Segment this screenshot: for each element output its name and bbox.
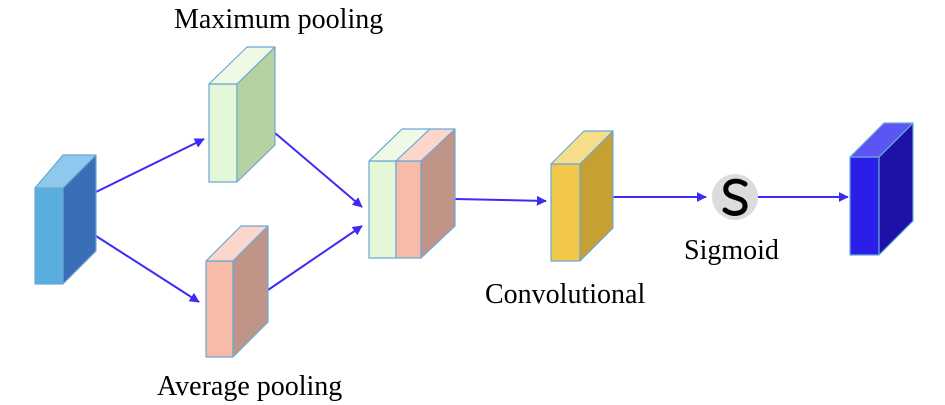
s-curve-icon <box>722 178 748 216</box>
concat-salmon-front <box>395 160 422 259</box>
concat-salmon-top <box>395 128 456 162</box>
edges <box>95 132 849 303</box>
concat-green-front <box>368 160 397 259</box>
max-block-front <box>208 83 238 183</box>
convolutional-label: Convolutional <box>485 279 645 310</box>
sigmoid-node <box>712 174 758 220</box>
input-block-top <box>34 154 97 189</box>
arrow-max-to-concat <box>274 132 363 208</box>
arrow-concat-to-conv <box>454 195 547 206</box>
conv-block-top <box>550 130 614 165</box>
output-feature-block <box>849 122 914 256</box>
avg-pooling-label: Average pooling <box>157 371 342 402</box>
max-pooling-block <box>208 46 276 183</box>
input-feature-block <box>34 154 97 285</box>
input-block-front <box>34 187 64 285</box>
concatenated-block <box>368 128 456 259</box>
max-block-top <box>208 46 276 85</box>
output-block-front <box>849 156 880 256</box>
output-block-top <box>849 122 914 158</box>
arrow-avg-to-concat <box>267 225 363 291</box>
conv-block-front <box>550 163 581 262</box>
avg-pooling-block <box>205 225 269 358</box>
max-pooling-label: Maximum pooling <box>174 4 383 35</box>
arrow-input-to-max <box>95 138 205 193</box>
convolutional-block <box>550 130 614 262</box>
avg-block-front <box>205 260 234 358</box>
avg-block-top <box>205 225 269 262</box>
arrow-input-to-avg <box>95 235 200 303</box>
sigmoid-label: Sigmoid <box>684 235 779 266</box>
